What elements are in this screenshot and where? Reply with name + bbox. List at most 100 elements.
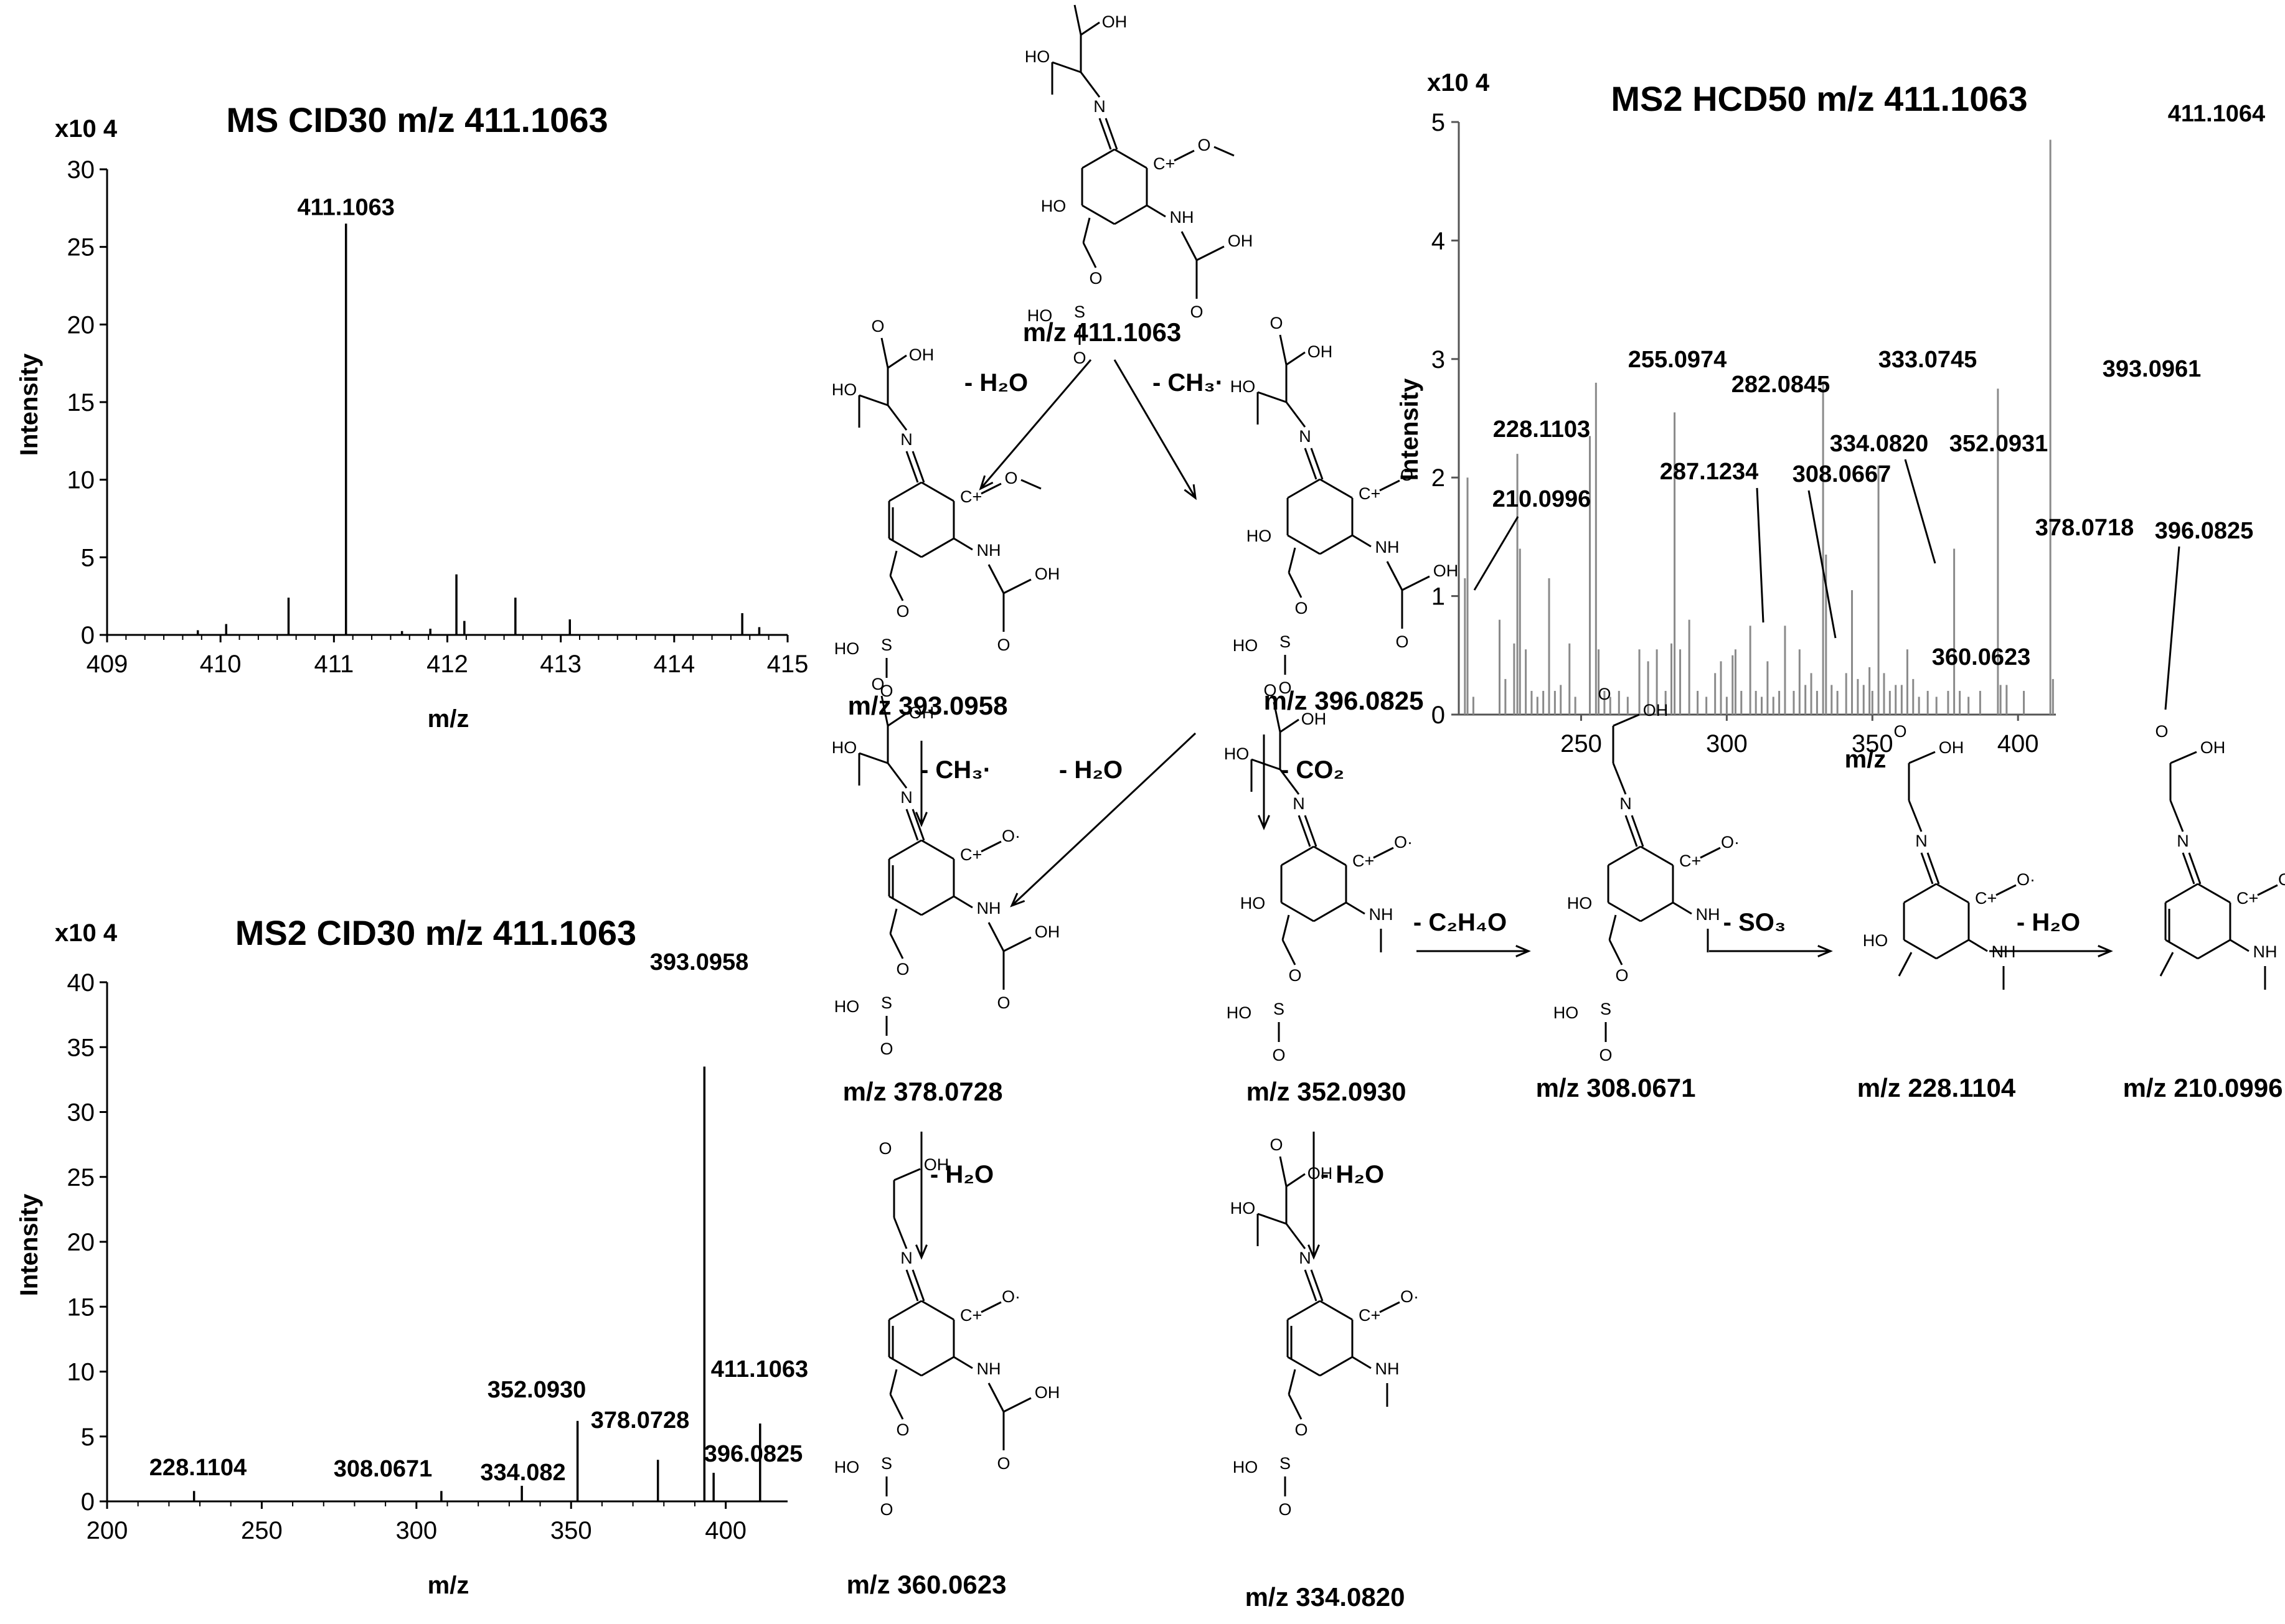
ring-bond — [2165, 939, 2198, 960]
peak-label-leader — [2164, 546, 2180, 710]
ring-bond — [888, 895, 922, 916]
sulfate-oxygen-label: O — [1278, 1500, 1291, 1519]
ring-bond — [1114, 204, 1147, 225]
side-chain-bond — [880, 337, 889, 368]
nitrogen-label: N — [1299, 427, 1311, 446]
side-chain-bond — [1279, 718, 1299, 733]
peak-label: 352.0931 — [1949, 431, 2048, 457]
peak-label: 378.0718 — [2035, 515, 2134, 541]
peak-label: 334.082 — [480, 1460, 565, 1486]
y-tick-label: 0 — [81, 622, 95, 649]
x-tick-label: 350 — [550, 1517, 592, 1544]
imine-bond — [912, 451, 925, 483]
ion-label: m/z 396.0825 — [1264, 686, 1424, 715]
carbonyl-oxygen-label: O — [997, 993, 1010, 1012]
imine-bond — [905, 809, 919, 841]
hydroxyl-label: OH — [1433, 561, 1459, 580]
ring-bond — [921, 895, 954, 916]
sulfate-bond — [889, 1369, 898, 1395]
peak-label: 411.1064 — [2168, 101, 2265, 127]
ring-bond — [888, 1356, 922, 1377]
sulfur-label: S — [881, 636, 892, 654]
y-tick-label: 0 — [1431, 702, 1445, 729]
amine-label: NH — [1369, 905, 1393, 924]
carbocation-label: C+ — [960, 487, 982, 506]
imine-bond — [912, 809, 925, 841]
glycine-bond — [1180, 231, 1198, 261]
ring-bond — [1287, 1300, 1321, 1321]
acid-hydroxyl-label: OH — [1102, 12, 1128, 31]
hydroxyl-label: OH — [1035, 565, 1060, 583]
ion-label: m/z 393.0958 — [848, 691, 1008, 720]
sulfate-hydroxyl-label: HO — [834, 1458, 860, 1476]
glycine-bond — [987, 1382, 1005, 1412]
imine-bond — [1624, 815, 1638, 847]
side-chain-bond — [1285, 401, 1306, 428]
amine-bond — [1352, 534, 1372, 548]
y-tick-label: 15 — [67, 1293, 95, 1321]
acid-oxygen-label: O — [871, 675, 884, 693]
x-tick-label: 300 — [1706, 730, 1748, 758]
peak-label: 308.0671 — [334, 1456, 433, 1482]
carbocation-label: C+ — [960, 1306, 982, 1325]
sulfur-label: S — [1273, 1000, 1284, 1018]
side-chain-bond — [1279, 1156, 1288, 1187]
ring-bond — [921, 839, 954, 860]
sulfate-hydroxyl-label: HO — [1233, 636, 1258, 655]
nitrogen-label: N — [900, 788, 913, 807]
amine-bond — [1146, 204, 1166, 218]
imine-bond — [1926, 852, 1940, 885]
carbocation-label: C+ — [1352, 852, 1374, 870]
acid-hydroxyl-label: OH — [1643, 701, 1669, 720]
peak-label: 411.1063 — [297, 194, 394, 220]
y-exponent: x10 4 — [1427, 69, 1490, 96]
sulfate-oxygen-label: O — [880, 682, 893, 700]
ether-bond — [981, 482, 1002, 495]
x-tick-label: 414 — [653, 650, 695, 678]
sulfate-hydroxyl-label: HO — [1553, 1003, 1579, 1022]
y-tick-label: 1 — [1431, 583, 1445, 611]
peak-label: 282.0845 — [1731, 372, 1830, 398]
oxygen-label: O· — [1400, 1287, 1419, 1306]
peak-label: 352.0930 — [488, 1377, 587, 1403]
y-tick-label: 10 — [67, 1359, 95, 1386]
imine-bond — [912, 1269, 925, 1302]
amine-label: NH — [1991, 942, 2015, 961]
peak-label: 308.0667 — [1793, 461, 1892, 487]
peak-label: 393.0958 — [650, 949, 749, 975]
y-axis-label: Intensity — [16, 353, 43, 456]
arrow-head — [915, 1244, 928, 1260]
amine-bond — [953, 1356, 973, 1369]
y-tick-label: 35 — [67, 1034, 95, 1061]
neutral-loss-label: - H₂O — [1321, 1161, 1384, 1188]
peak-label: 396.0825 — [704, 1441, 803, 1467]
sulfate-bond — [889, 550, 898, 576]
ring-bond — [1081, 148, 1115, 169]
x-axis-label: m/z — [428, 1572, 469, 1599]
arrow-head — [1184, 484, 1197, 500]
arrow-head — [1258, 815, 1270, 830]
arrow-head — [1307, 1244, 1320, 1260]
chart-title: MS CID30 m/z 411.1063 — [226, 100, 608, 139]
x-tick-label: 412 — [426, 650, 468, 678]
amine-bond — [1672, 901, 1692, 915]
amine-label: NH — [976, 1359, 1001, 1378]
sulfur-label: S — [881, 993, 892, 1012]
side-chain-bond — [1908, 800, 1923, 832]
ether-bond — [1379, 479, 1400, 492]
amine-label: NH — [976, 899, 1001, 918]
peak-label: 334.0820 — [1830, 431, 1929, 457]
sulfate-bond — [1608, 914, 1617, 941]
ether-bond — [1995, 884, 2017, 896]
sulfate-bond — [889, 575, 904, 601]
imine-bond — [905, 1269, 919, 1302]
glycine-bond — [1386, 561, 1403, 591]
amine-label: NH — [976, 541, 1001, 560]
sulfate-hydroxyl-label: HO — [1027, 306, 1053, 325]
ring-bond — [1936, 883, 1969, 904]
acid-oxygen-label: O — [1270, 314, 1283, 332]
glycine-bond — [987, 564, 1005, 594]
chart-title: MS2 CID30 m/z 411.1063 — [235, 913, 636, 952]
glycine-bond — [1003, 578, 1032, 594]
